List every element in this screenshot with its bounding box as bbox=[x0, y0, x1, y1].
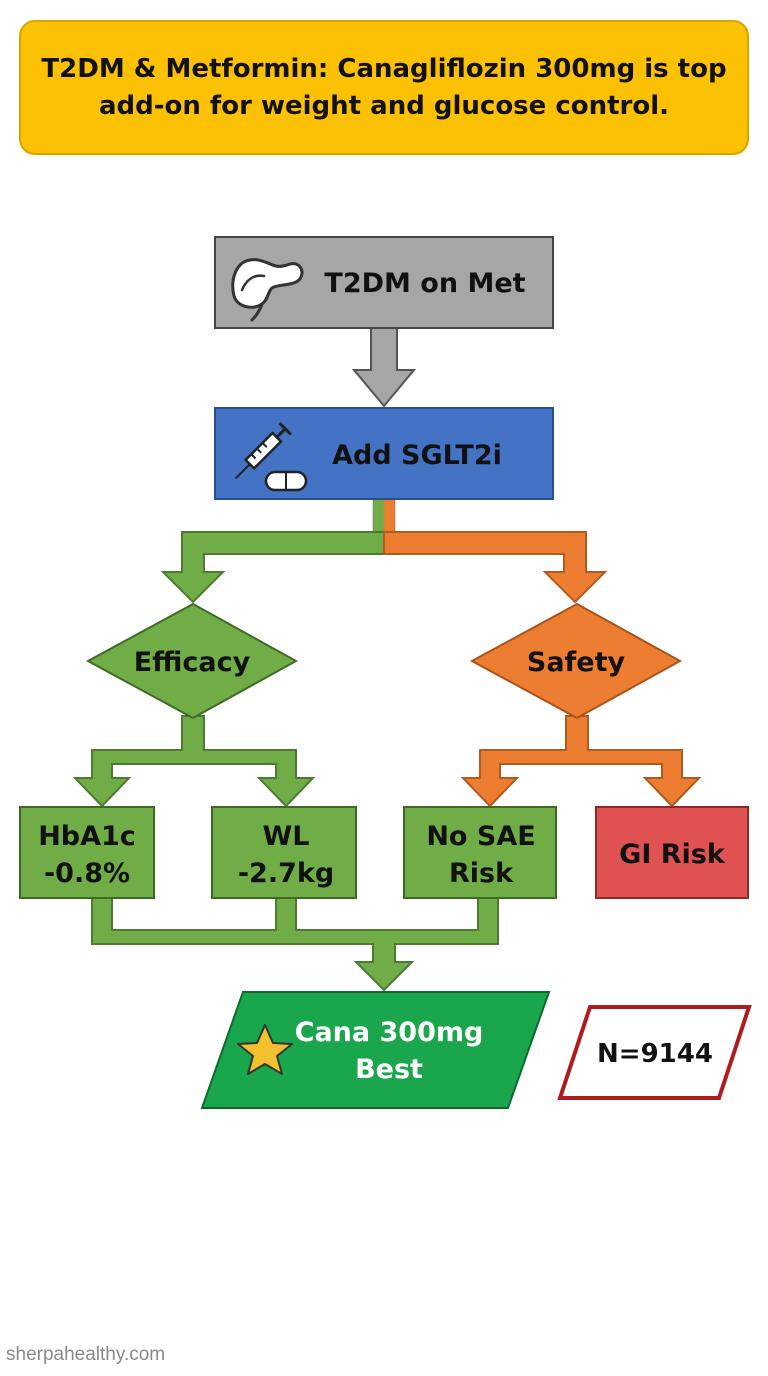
node-add-sglt2i: Add SGLT2i bbox=[214, 407, 554, 500]
node-safety: Safety bbox=[469, 602, 683, 720]
node-no-sae-line1: No SAE bbox=[426, 821, 535, 852]
node-start-label: T2DM on Met bbox=[324, 268, 525, 299]
node-start: T2DM on Met bbox=[214, 236, 554, 329]
node-gi-risk-label: GI Risk bbox=[619, 839, 726, 870]
arrow-efficacy-split bbox=[72, 715, 316, 808]
node-gi-risk: GI Risk bbox=[595, 806, 749, 899]
arrow-merge-to-result bbox=[91, 897, 499, 992]
watermark: sherpahealthy.com bbox=[6, 1344, 166, 1365]
node-safety-label: Safety bbox=[527, 647, 626, 678]
page-title: T2DM & Metformin: Canagliflozin 300mg is… bbox=[41, 53, 727, 121]
arrow-start-to-drug bbox=[351, 327, 417, 408]
node-efficacy-label: Efficacy bbox=[134, 647, 251, 678]
node-result: Cana 300mg Best bbox=[200, 991, 551, 1109]
arrow-to-safety bbox=[383, 531, 608, 604]
arrow-to-efficacy bbox=[160, 531, 385, 604]
node-wl: WL -2.7kg bbox=[211, 806, 357, 899]
node-hba1c-line2: -0.8% bbox=[44, 858, 130, 889]
split-trunk bbox=[373, 500, 395, 532]
pancreas-icon bbox=[231, 258, 304, 322]
syringe-pill-icon bbox=[235, 422, 308, 492]
node-wl-line1: WL bbox=[263, 821, 310, 852]
node-hba1c: HbA1c -0.8% bbox=[19, 806, 155, 899]
node-efficacy: Efficacy bbox=[85, 602, 299, 720]
sample-size-box: N=9144 bbox=[557, 1005, 752, 1100]
sample-size-label: N=9144 bbox=[597, 1039, 713, 1069]
node-add-sglt2i-label: Add SGLT2i bbox=[332, 440, 502, 471]
node-result-line2: Best bbox=[355, 1054, 423, 1085]
node-hba1c-line1: HbA1c bbox=[38, 821, 136, 852]
star-icon bbox=[237, 1024, 293, 1075]
title-banner: T2DM & Metformin: Canagliflozin 300mg is… bbox=[19, 20, 749, 155]
node-result-line1: Cana 300mg bbox=[295, 1017, 484, 1048]
arrow-safety-split bbox=[460, 715, 702, 808]
node-no-sae-line2: Risk bbox=[449, 858, 514, 889]
node-no-sae-risk: No SAE Risk bbox=[403, 806, 557, 899]
node-wl-line2: -2.7kg bbox=[238, 858, 334, 889]
